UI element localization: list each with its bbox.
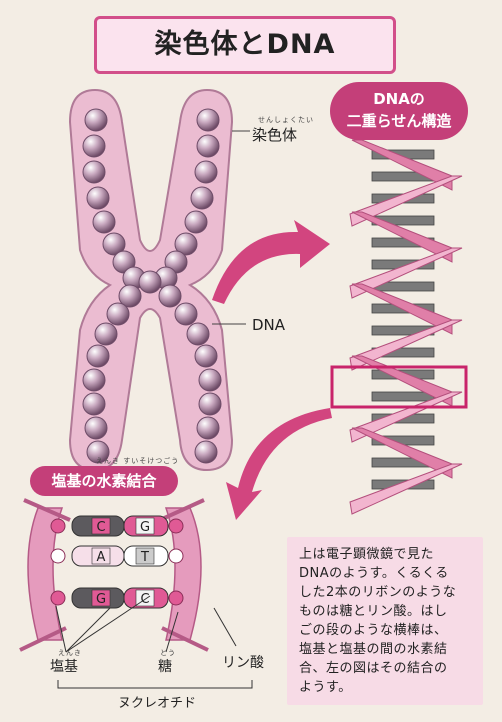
dna-bead	[175, 303, 197, 325]
dna-bead	[195, 441, 217, 463]
double-helix-label-line2: 二重らせん構造	[330, 110, 468, 132]
dna-label: DNA	[252, 316, 285, 334]
dna-bead	[191, 187, 213, 209]
explanation-box: 上は電子顕微鏡で見た DNAのようす。くるくる した2本のリボンのような ものは…	[287, 537, 483, 705]
base-pair: GC	[51, 588, 183, 608]
double-helix-label-line1: DNAの	[330, 88, 468, 110]
dna-bead	[83, 135, 105, 157]
base-label: 塩基	[50, 656, 78, 676]
dna-bead	[107, 303, 129, 325]
hydrogen-bond-ruby: えんき すいそけつごう	[96, 456, 179, 466]
arrow-to-helix	[212, 220, 330, 304]
dna-bead	[87, 345, 109, 367]
dna-bead	[195, 161, 217, 183]
base-letter-left: A	[97, 550, 106, 565]
hydrogen-bond-badge: 塩基の水素結合	[30, 466, 178, 496]
dna-double-helix	[350, 140, 462, 514]
phosphate-label: リン酸	[222, 652, 264, 672]
dna-bead	[139, 271, 161, 293]
dna-bead	[197, 135, 219, 157]
nucleotide-label: ヌクレオチド	[118, 692, 196, 711]
dna-bead	[197, 109, 219, 131]
nucleotide-bracket	[58, 680, 252, 688]
arrow-to-bond-diagram	[226, 408, 332, 520]
dna-bead	[87, 187, 109, 209]
chromosome-label: 染色体	[252, 124, 297, 145]
sugar-label: 糖	[158, 656, 172, 676]
dna-bead	[83, 369, 105, 391]
dna-bead	[95, 323, 117, 345]
dna-bead	[195, 345, 217, 367]
helix-ribbon	[350, 464, 462, 514]
dna-bead	[83, 161, 105, 183]
base-letter-left: G	[96, 592, 106, 607]
base-letter-right: T	[140, 550, 149, 565]
dna-bead	[199, 369, 221, 391]
base-letter-right: G	[140, 520, 150, 535]
dna-bead	[187, 323, 209, 345]
dna-bead	[85, 417, 107, 439]
base-letter-left: C	[96, 520, 105, 535]
double-helix-badge: DNAの 二重らせん構造	[330, 82, 468, 140]
explanation-text: 上は電子顕微鏡で見た DNAのようす。くるくる した2本のリボンのような ものは…	[299, 545, 475, 697]
helix-rung	[372, 392, 434, 401]
dna-bead	[83, 393, 105, 415]
dna-bead	[93, 211, 115, 233]
dna-bead	[85, 109, 107, 131]
dna-bead	[197, 417, 219, 439]
dna-bead	[199, 393, 221, 415]
dna-bead	[185, 211, 207, 233]
dna-bead	[159, 285, 181, 307]
